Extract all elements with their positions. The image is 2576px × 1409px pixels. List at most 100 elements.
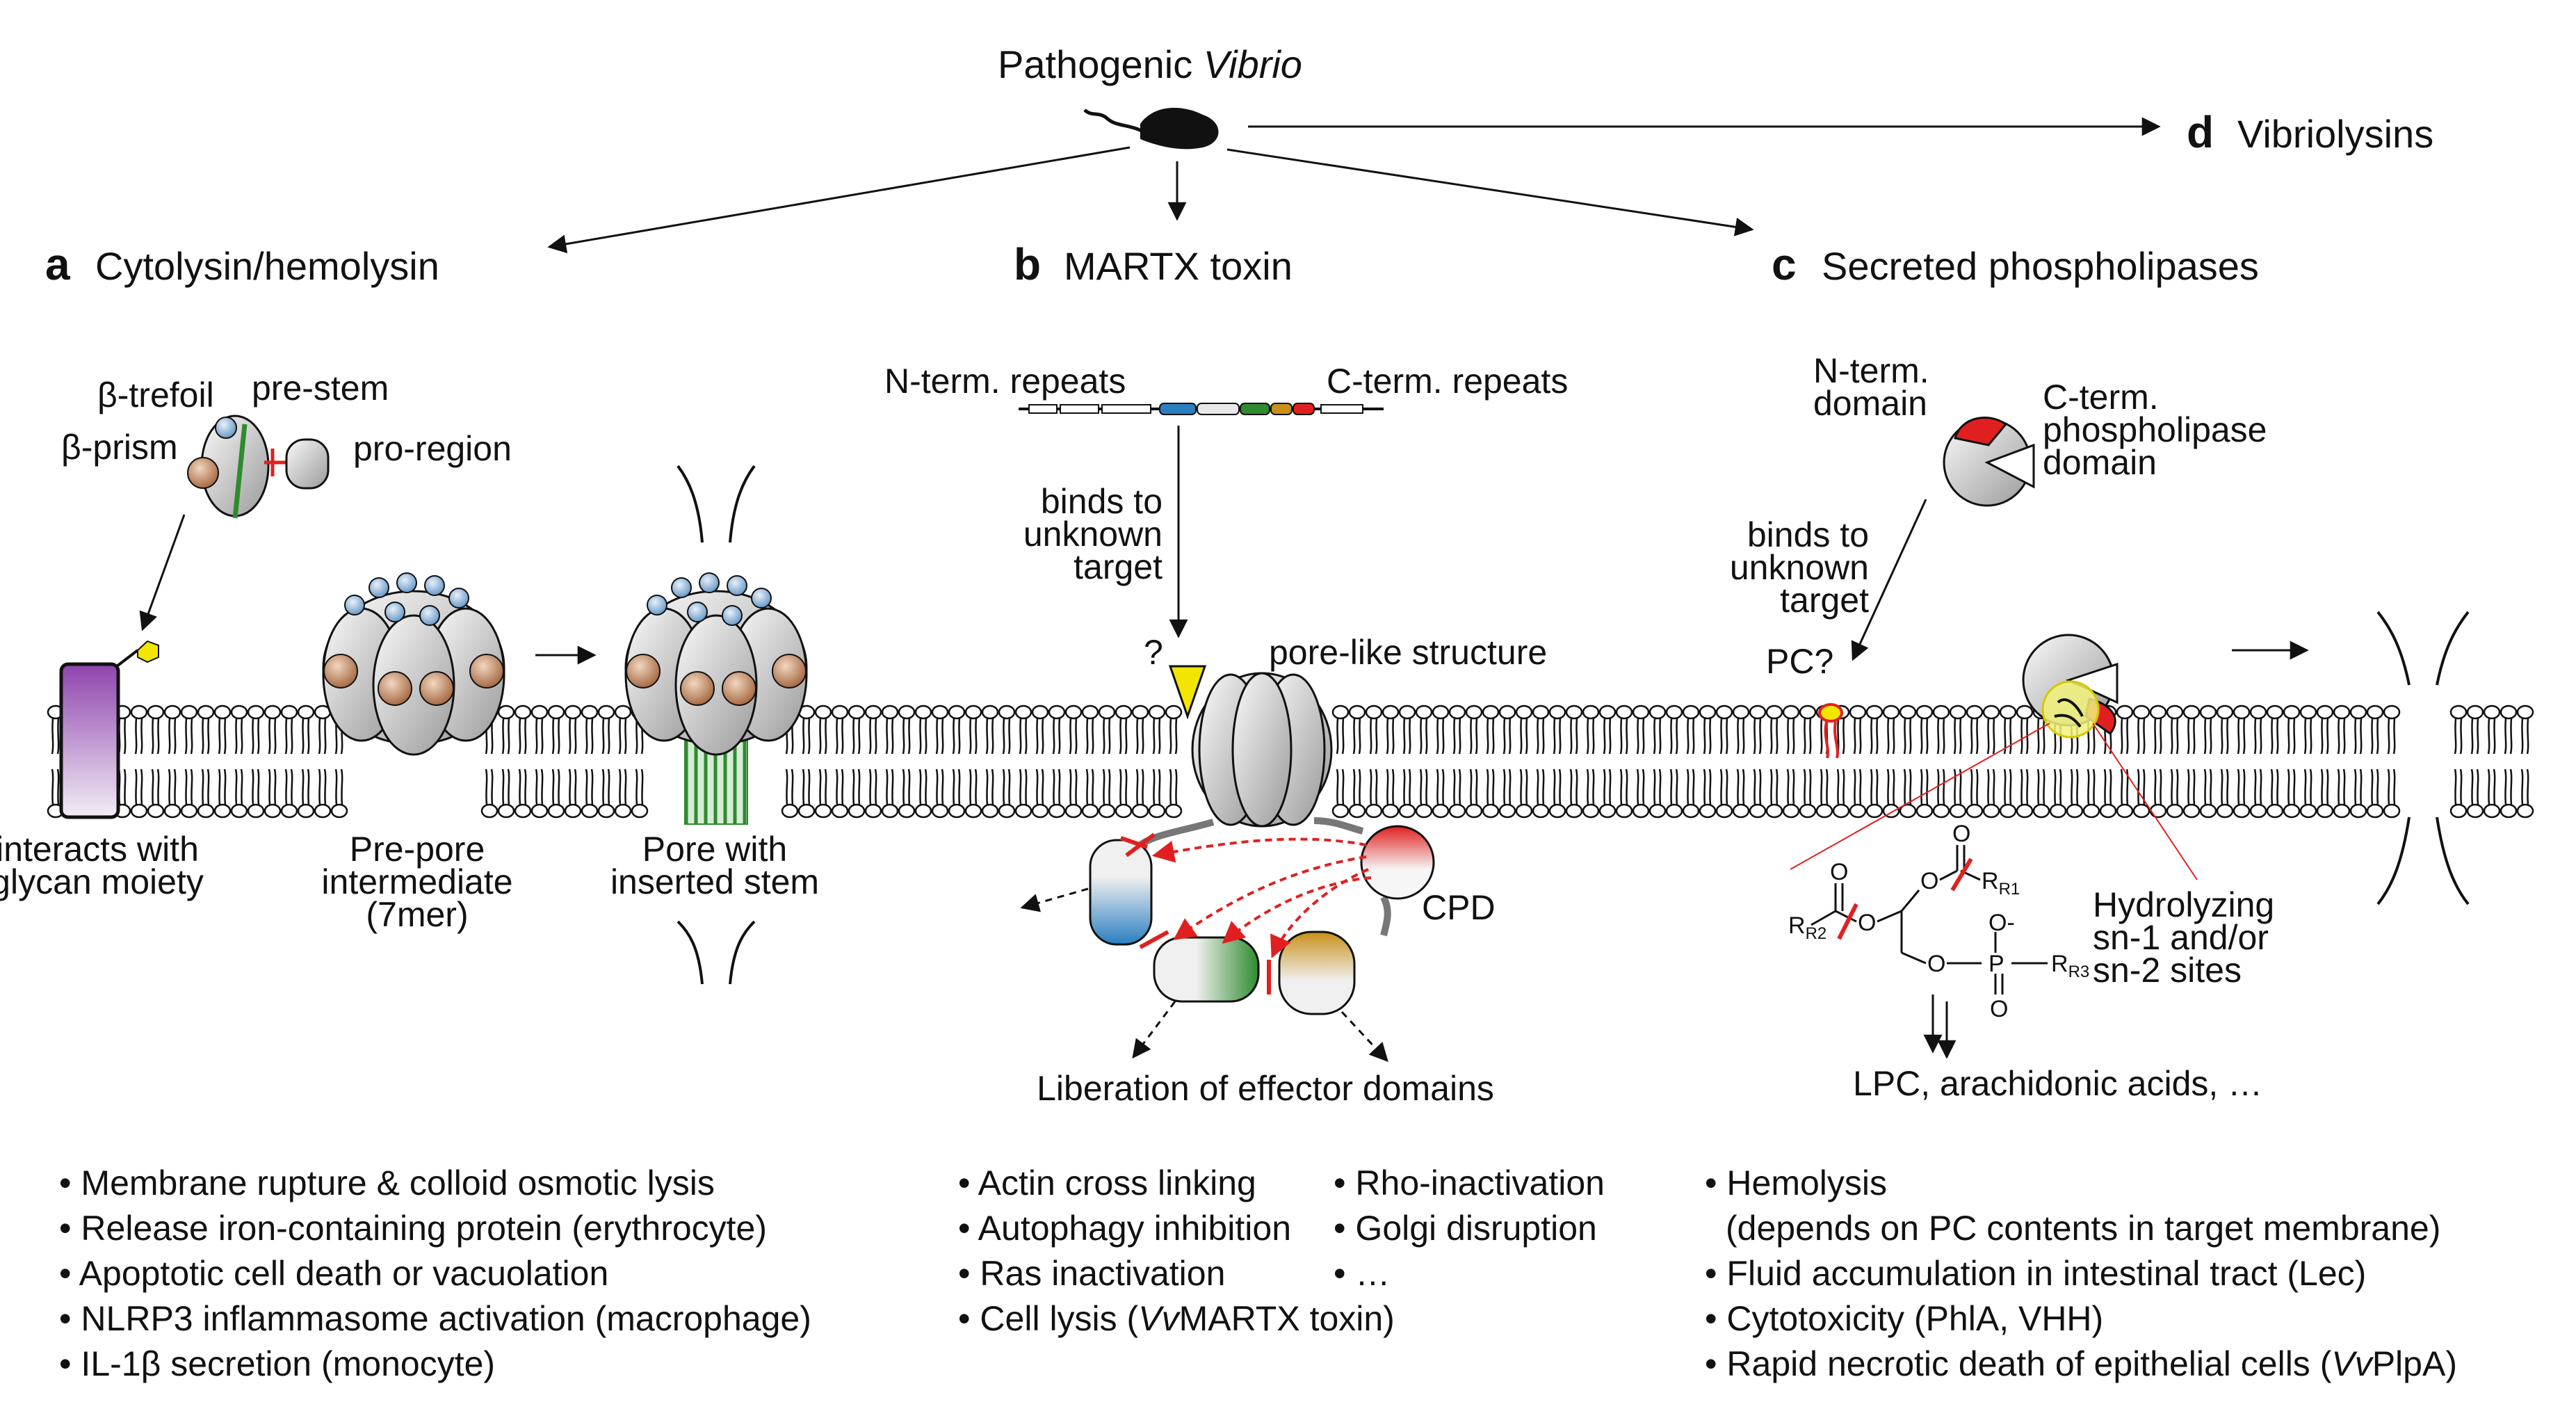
- lipid-tail: [240, 768, 243, 805]
- lipid-head: [1732, 704, 1750, 720]
- lipid-head: [480, 803, 499, 819]
- lipid-tail: [290, 718, 293, 755]
- lipid-head: [297, 803, 315, 819]
- lipid-head: [530, 704, 549, 720]
- lipid-head: [981, 803, 999, 819]
- lipid-head: [931, 803, 949, 819]
- lipid-head: [213, 704, 232, 720]
- lipid-head: [514, 803, 532, 819]
- lipid-head: [2199, 803, 2217, 819]
- lipid-tail: [1775, 768, 1779, 805]
- lipid-tail: [1725, 768, 1728, 805]
- lipid-tail: [601, 768, 605, 805]
- lipid-tail: [1486, 718, 1489, 755]
- lipid-head: [1064, 803, 1083, 819]
- lipid-head: [180, 803, 198, 819]
- label-pre-stem: pre-stem: [252, 369, 389, 408]
- lipid-head: [1165, 704, 1183, 720]
- lipid-head: [497, 704, 515, 720]
- lipid-tail: [2259, 718, 2262, 755]
- lipid-head: [1465, 704, 1483, 720]
- effector-chain-links: [1138, 817, 1391, 937]
- lipid-tail: [1575, 768, 1578, 805]
- lipid-tail: [624, 718, 627, 755]
- lipid-tail: [2059, 768, 2062, 805]
- lipid-head: [1999, 704, 2017, 720]
- lipid-head: [2333, 704, 2351, 720]
- lipid-head: [1665, 704, 1683, 720]
- lipid-head: [1331, 704, 1350, 720]
- pc-lipid-icon: [1818, 703, 1843, 759]
- lipid-head: [1932, 803, 1950, 819]
- lipid-head: [1348, 704, 1366, 720]
- lipid-tail: [2454, 768, 2457, 805]
- unknown-receptor-icon: [1168, 665, 1207, 720]
- label-n-term-domain-1: N-term.: [1813, 351, 1929, 390]
- lipid-tail: [1803, 718, 1806, 755]
- lipid-tail: [318, 768, 321, 805]
- lipid-tail: [168, 768, 171, 805]
- lipid-head: [1048, 704, 1066, 720]
- lipid-tail: [1636, 768, 1639, 805]
- lipid-tail: [268, 718, 271, 755]
- lipid-head: [2383, 803, 2401, 819]
- label-n-term-domain-2: domain: [1813, 384, 1927, 423]
- lipid-head: [1565, 704, 1583, 720]
- lipid-head: [848, 704, 866, 720]
- lipid-tail: [1803, 768, 1806, 805]
- lipid-head: [1498, 803, 1516, 819]
- lipid-tail: [2276, 768, 2279, 805]
- lipid-tail: [140, 718, 143, 755]
- lipid-tail: [1675, 718, 1678, 755]
- lipid-tail: [1019, 768, 1022, 805]
- lipid-tail: [791, 768, 794, 805]
- lipid-tail: [2209, 768, 2212, 805]
- lipid-tail: [1541, 768, 1545, 805]
- lipid-tail: [2003, 768, 2007, 805]
- lipid-head: [1949, 704, 1967, 720]
- lipid-tail: [1825, 768, 1829, 805]
- chem-o2: O: [1858, 910, 1876, 936]
- label-c-term-domain-2: phospholipase: [2043, 410, 2267, 449]
- lipid-head: [1598, 803, 1617, 819]
- lipid-tail: [1603, 768, 1606, 805]
- lipid-tail: [1942, 718, 1945, 755]
- lipid-tail: [2376, 718, 2379, 755]
- lipid-tail: [1102, 718, 1105, 755]
- lipid-tail: [902, 718, 905, 755]
- lipid-tail: [2170, 768, 2173, 805]
- lipid-tail: [1992, 768, 1995, 805]
- lipid-head: [130, 803, 148, 819]
- lipid-tail: [2187, 768, 2190, 805]
- lipid-head: [1732, 803, 1750, 819]
- effector-domain-green-icon: [1153, 936, 1260, 1003]
- lipid-head: [1615, 704, 1633, 720]
- lipid-tail: [1775, 718, 1779, 755]
- lipid-head: [2383, 704, 2401, 720]
- arrow-pl-binding: [1851, 499, 1927, 661]
- lipid-tail: [2159, 718, 2162, 755]
- lipid-tail: [1475, 718, 1478, 755]
- lipid-head: [1782, 803, 1800, 819]
- lipid-head: [1532, 803, 1550, 819]
- lipid-tail: [1502, 718, 1506, 755]
- label-prepore-1: Pre-pore: [350, 830, 485, 869]
- lipid-tail: [2176, 718, 2179, 755]
- bullet-b-4: • Cell lysis (VvMARTX toxin): [958, 1299, 1395, 1338]
- lipid-tail: [835, 718, 839, 755]
- lipid-tail: [1792, 718, 1795, 755]
- chem-p: P: [1988, 951, 2004, 977]
- lipid-head: [1632, 704, 1650, 720]
- lipid-tail: [2504, 768, 2507, 805]
- lipid-head: [1131, 704, 1149, 720]
- lipid-head: [264, 803, 282, 819]
- lipid-tail: [2493, 768, 2496, 805]
- lipid-head: [948, 803, 966, 819]
- lipid-tail: [1858, 768, 1862, 805]
- lipid-tail: [852, 718, 855, 755]
- lipid-head: [981, 704, 999, 720]
- lipid-tail: [991, 718, 994, 755]
- bullet-b-2: • Autophagy inhibition: [958, 1209, 1291, 1248]
- lipid-head: [814, 704, 832, 720]
- lipid-head: [1982, 803, 2000, 819]
